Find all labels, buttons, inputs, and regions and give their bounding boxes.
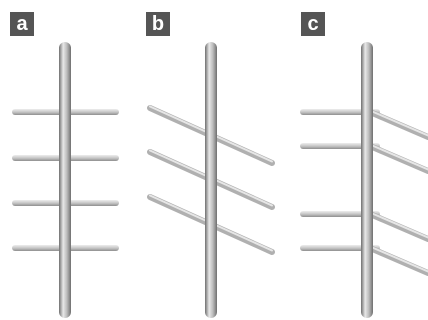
- panel-b-diagram: [147, 42, 275, 318]
- panel-c-bar-left-2: [300, 143, 380, 149]
- panel-c-diagram: [300, 42, 428, 318]
- panel-label-b: b: [146, 12, 170, 36]
- panel-c-bar-left-1: [300, 109, 380, 115]
- panel-b-rod: [205, 42, 217, 318]
- panel-label-a: a: [10, 12, 34, 36]
- panel-c-bar-right-2: [367, 143, 428, 174]
- panel-c-bar-right-4: [367, 245, 428, 276]
- panel-a-diagram: [12, 42, 119, 318]
- panel-c-bar-left-4: [300, 245, 380, 251]
- panel-c-bar-right-3: [367, 211, 428, 242]
- panel-c-bar-left-3: [300, 211, 380, 217]
- panel-c-bar-right-1: [367, 109, 428, 140]
- panel-label-c: c: [301, 12, 325, 36]
- panel-c-rod: [361, 42, 373, 318]
- panel-a-rod: [59, 42, 71, 318]
